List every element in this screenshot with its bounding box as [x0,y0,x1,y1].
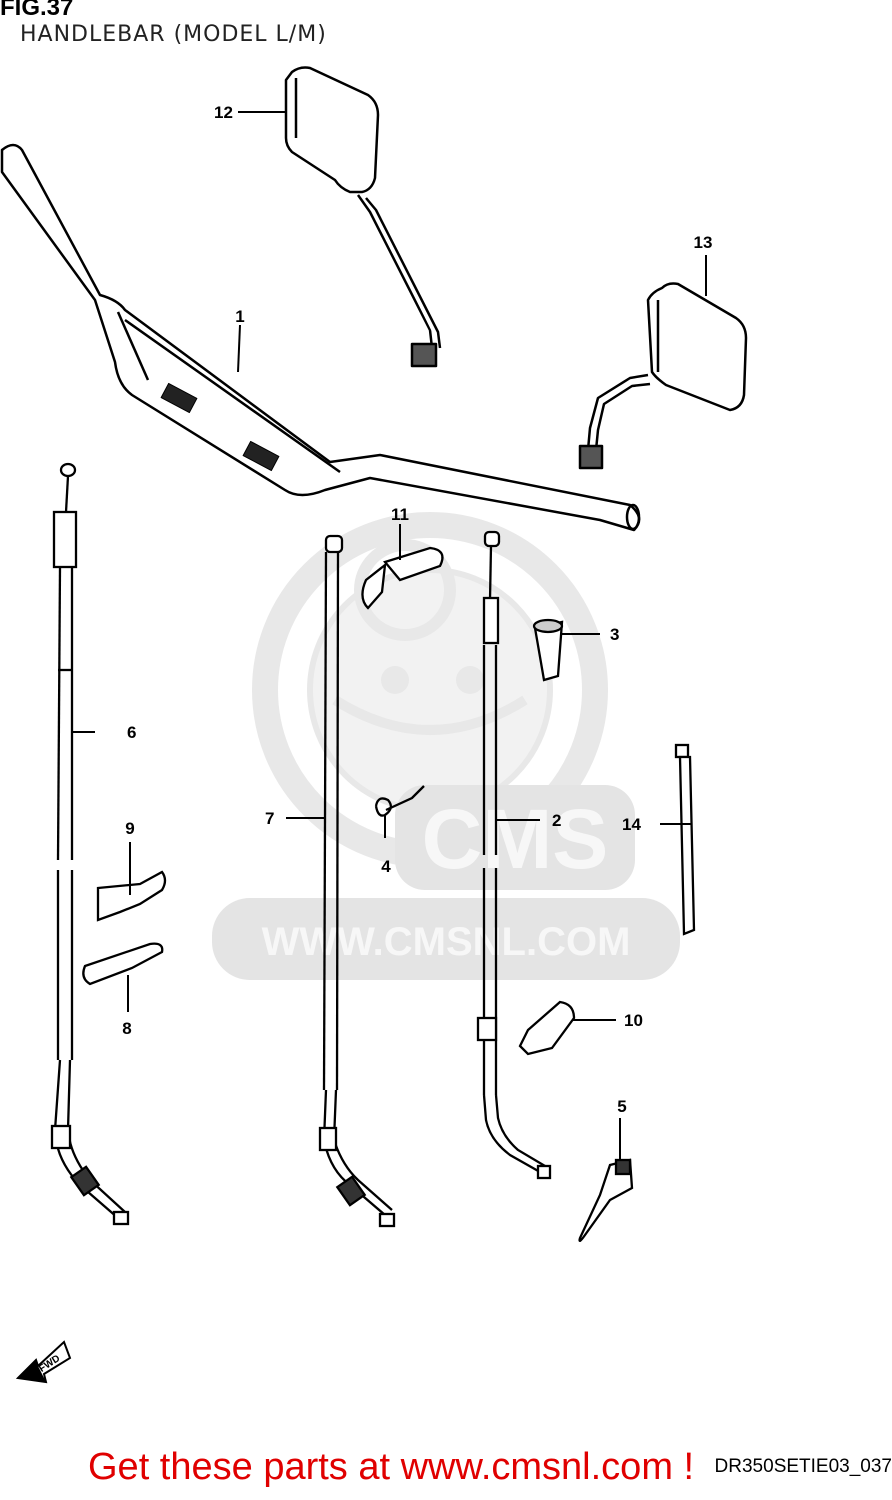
part-11-bracket [361,546,444,610]
callout-4: 4 [381,857,391,876]
part-10-guide [518,1000,576,1056]
callout-8: 8 [122,1019,131,1038]
part-1-handlebar [0,143,641,532]
callout-14: 14 [622,815,641,834]
part-4-spring [374,785,425,817]
callout-3: 3 [610,625,619,644]
part-8-holder [82,942,164,986]
part-9-holder [96,870,167,922]
cmsnl-watermark: CMS WWW.CMSNL.COM [212,512,680,980]
callout-numbers: 1 2 3 4 5 6 7 8 9 10 11 12 13 14 [122,103,712,1116]
promo-link[interactable]: Get these parts at www.cmsnl.com ! [88,1446,695,1488]
callout-12: 12 [214,103,233,122]
part-14-strap [674,743,696,936]
callout-10: 10 [624,1011,643,1030]
callout-5: 5 [617,1097,626,1116]
callout-9: 9 [125,819,134,838]
diagram-code: DR350SETIE03_037 [714,1456,892,1477]
callout-1: 1 [235,307,244,326]
part-13-mirror-right [578,282,748,470]
callout-2: 2 [552,811,561,830]
part-6-cable [50,462,130,1226]
leader-lines [72,111,707,1160]
part-5-lever [578,1158,634,1243]
figure-label: FIG.37 [0,0,74,21]
part-3-cap [532,618,564,682]
callout-6: 6 [127,723,136,742]
diagram-subtitle: HANDLEBAR (MODEL L/M) [20,22,327,47]
part-2-cable [476,530,552,1180]
callout-7: 7 [265,809,274,828]
watermark-url: WWW.CMSNL.COM [262,920,631,964]
part-7-cable [318,534,396,1228]
forward-arrow-icon: FWD [15,1340,72,1384]
part-12-mirror-left [284,66,442,368]
watermark-brand: CMS [422,792,609,886]
callout-11: 11 [391,505,409,524]
callout-13: 13 [694,233,713,252]
